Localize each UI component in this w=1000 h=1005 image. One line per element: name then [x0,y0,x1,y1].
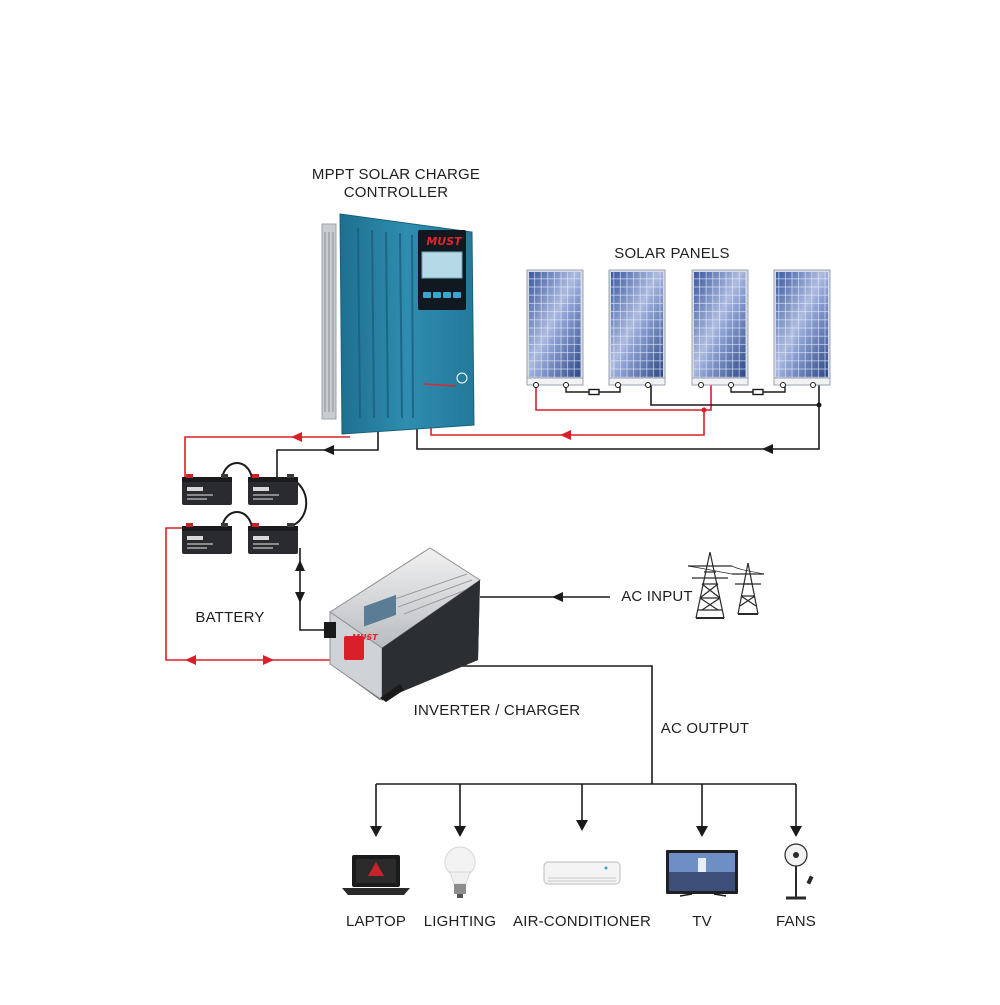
solar-panel-4 [773,269,831,388]
ac-input-label: AC INPUT [621,588,693,605]
solar-panel-2 [608,269,666,388]
battery-bank [182,474,298,554]
arrow-panel-positive [560,430,571,440]
battery-4 [248,523,298,554]
solar-panel-3 [691,269,749,388]
controller-label-line1: MPPT SOLAR CHARGE [311,166,481,183]
wiring [165,385,822,837]
air-conditioner-icon [543,861,621,885]
load-label-tv: TV [692,913,712,930]
fan-icon [784,843,814,900]
load-label-air-conditioner: AIR-CONDITIONER [513,913,651,930]
mppt-charge-controller: MUST [321,213,475,435]
wire-panel-positive [430,385,705,436]
battery-3 [182,523,232,554]
light-bulb-icon [444,846,476,898]
load-label-lighting: LIGHTING [423,913,497,930]
battery-label: BATTERY [195,609,265,626]
controller-label-line2: CONTROLLER [343,184,449,201]
battery-1 [182,474,232,505]
load-label-laptop: LAPTOP [345,913,407,930]
ac-output-label: AC OUTPUT [660,720,750,737]
laptop-icon [342,855,410,895]
arrow-panel-negative [762,444,773,454]
solar-panel-1 [526,269,584,388]
panel-series-links [565,385,786,396]
inverter-brand-logo: MUST [352,633,378,642]
solar-panels [526,269,831,388]
controller-brand-logo: MUST [426,235,463,248]
wire-battery-negative [299,548,326,631]
wire-controller-positive [184,436,350,478]
ac-output-arrows [370,820,802,837]
inverter-charger: MUST [324,547,481,702]
wire-panel-negative [416,385,820,450]
tv-icon [666,850,738,897]
wire-battery-positive [165,527,340,661]
inverter-label: INVERTER / CHARGER [413,702,581,719]
load-label-fans: FANS [776,913,816,930]
wire-ac-output [375,665,797,828]
solar-panels-label: SOLAR PANELS [614,245,730,262]
battery-2 [248,474,298,505]
power-pylon-icon [687,551,765,619]
